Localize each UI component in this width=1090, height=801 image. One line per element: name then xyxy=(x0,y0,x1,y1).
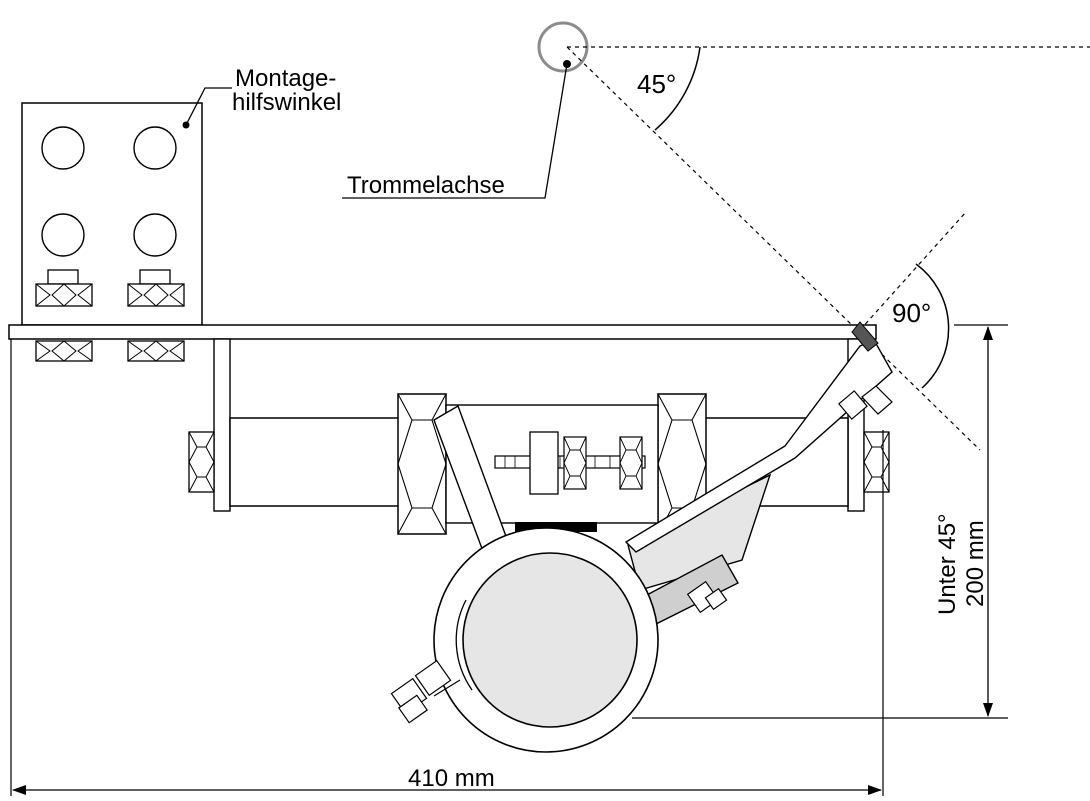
bracket-nut xyxy=(127,269,185,307)
pipe-inner-shade xyxy=(455,599,473,691)
under-plate-nut xyxy=(35,340,93,362)
height-label-line1: Unter 45° xyxy=(934,513,961,615)
pipe-clamp xyxy=(390,527,659,753)
angle-90-arc xyxy=(915,263,950,389)
shaft-assembly xyxy=(188,393,890,535)
height-label-line2: 200 mm xyxy=(962,520,989,607)
under-plate-nut xyxy=(127,340,185,362)
drum-axis: 45° 90° xyxy=(537,21,1090,451)
montage-leader xyxy=(185,87,232,126)
dimension-width: 410 mm xyxy=(10,339,884,796)
trommelachse-label: Trommelachse xyxy=(347,172,505,199)
angle-90-label: 90° xyxy=(892,298,931,328)
bracket-hole xyxy=(133,126,177,170)
angle-45-arc xyxy=(654,46,701,131)
drum-axis-circle xyxy=(537,21,589,73)
drum-axis-point xyxy=(563,60,571,68)
montage-leader-dot xyxy=(182,121,190,129)
montage-label-line2: hilfswinkel xyxy=(232,89,341,116)
rod-block xyxy=(529,431,559,495)
width-label: 410 mm xyxy=(408,765,495,792)
tilt-arm xyxy=(433,321,893,633)
main-plate xyxy=(8,324,877,362)
trommelachse-leader xyxy=(342,63,568,199)
arm-strap xyxy=(624,339,893,553)
angle-45-label: 45° xyxy=(637,69,676,99)
bracket-hole xyxy=(41,126,85,170)
arm-clamp-nut xyxy=(686,580,728,614)
left-end-nut xyxy=(188,431,215,493)
left-coupling xyxy=(397,393,447,535)
main-plate-bar xyxy=(8,324,877,340)
montage-label-line1: Montage- xyxy=(235,65,336,92)
arm-top-tab xyxy=(851,321,879,352)
dimension-height: Unter 45° 200 mm xyxy=(632,324,1008,719)
left-flange xyxy=(213,338,231,512)
arm-bolt xyxy=(838,385,893,420)
45-degree-reference-line xyxy=(566,46,981,451)
trommelachse-callout: Trommelachse xyxy=(342,63,568,199)
perpendicular-reference-line xyxy=(859,211,967,331)
clamp-base xyxy=(515,522,597,532)
bracket-hole xyxy=(133,213,177,257)
pipe-section xyxy=(462,552,638,728)
rod-nut xyxy=(563,436,587,490)
bracket-hole xyxy=(41,213,85,257)
mounting-bracket: Montage- hilfswinkel xyxy=(21,65,341,326)
bracket-nut xyxy=(35,269,93,307)
clamp-bolt xyxy=(390,659,461,724)
right-end-nut xyxy=(863,431,890,493)
rod-nut xyxy=(619,436,643,490)
